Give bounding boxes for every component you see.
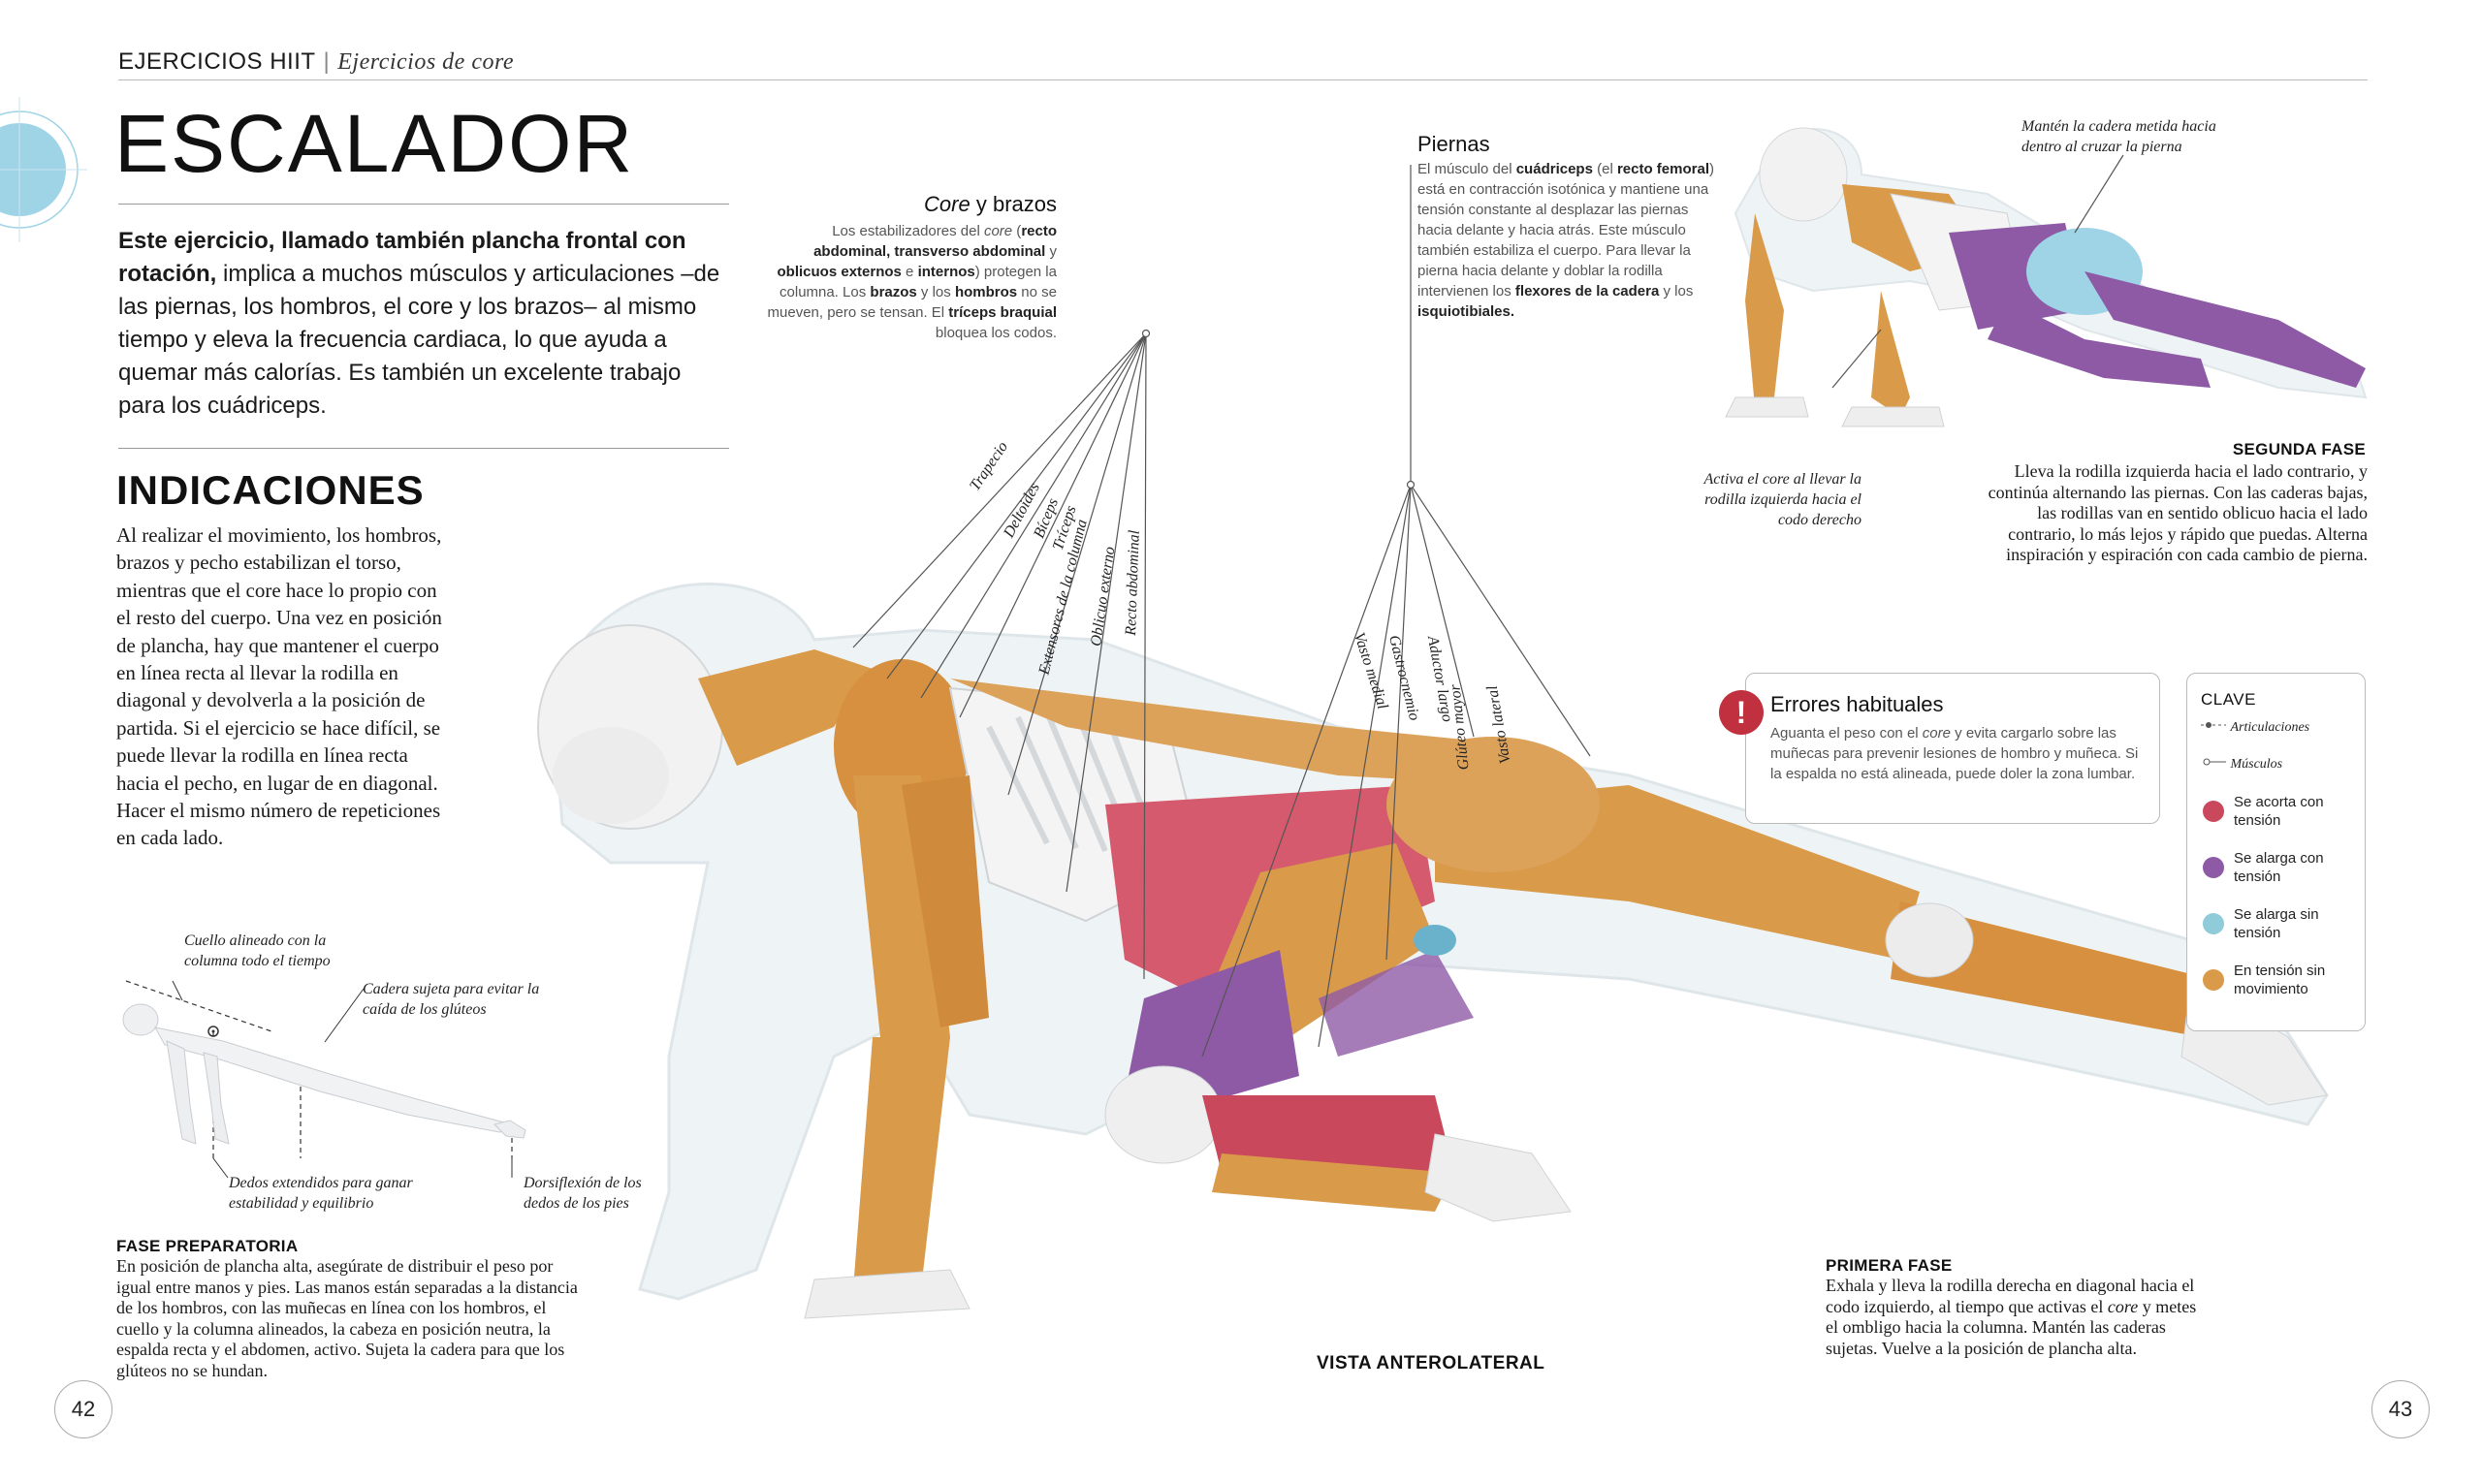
segunda-fase-figure — [1725, 127, 2368, 427]
page-title: ESCALADOR — [114, 98, 635, 189]
errores-box — [1745, 673, 2160, 824]
label-hip: Cadera sujeta para evitar la caída de lo… — [363, 981, 540, 1018]
view-caption: VISTA ANTEROLATERAL — [1317, 1353, 1545, 1373]
label-neck: Cuello alineado con la columna todo el t… — [184, 932, 331, 969]
label-cadera-metida: Mantén la cadera metida hacia dentro al … — [2021, 118, 2216, 155]
muscle-marker-icon — [2203, 758, 2226, 766]
divider — [118, 448, 729, 449]
joint-marker-icon — [2201, 722, 2226, 728]
page-number-right: 43 — [2371, 1380, 2430, 1438]
indicaciones-text: Al realizar el movimiento, los hombros, … — [116, 523, 442, 850]
intro-bold: Este ejercicio, llamado también plancha … — [118, 228, 686, 287]
fase-preparatoria-title: FASE PREPARATORIA — [116, 1237, 299, 1255]
legend-label-lengthen-tension: Se alarga con tensión — [2234, 850, 2324, 885]
indicaciones-title: INDICACIONES — [116, 467, 425, 513]
legend-label-lengthen-free: Se alarga sin tensión — [2234, 906, 2319, 941]
fase-preparatoria-text: En posición de plancha alta, asegúrate d… — [116, 1256, 578, 1380]
label-fingers: Dedos extendidos para ganar estabilidad … — [229, 1175, 413, 1212]
legend-label-isometric: En tensión sin movimiento — [2234, 963, 2326, 997]
prep-figure — [122, 980, 526, 1179]
intro-rest: implica a muchos músculos y articulacion… — [118, 261, 720, 419]
segunda-fase-title: SEGUNDA FASE — [2232, 440, 2366, 458]
main-anatomy-figure — [537, 582, 2329, 1319]
legend-dot-lengthen-free — [2203, 913, 2224, 934]
corner-decoration — [0, 97, 87, 242]
section-name: EJERCICIOS HIIT — [118, 48, 316, 75]
piernas-text: El músculo del cuádriceps (el recto femo… — [1417, 161, 1714, 320]
errores-title: Errores habituales — [1770, 692, 1944, 716]
label-toes: Dorsiflexión de los dedos de los pies — [524, 1175, 642, 1212]
core-brazos-title: Core y brazos — [924, 192, 1057, 216]
header-rule — [118, 79, 2368, 80]
legend-title: CLAVE — [2201, 690, 2256, 709]
segunda-fase-text: Lleva la rodilla izquierda hacia el lado… — [1988, 461, 2368, 564]
page-number-left: 42 — [54, 1380, 112, 1438]
label-activa-core: Activa el core al llevar la rodilla izqu… — [1703, 471, 1862, 528]
core-brazos-text: Los estabilizadores del core (recto abdo… — [767, 223, 1057, 341]
legend-dot-isometric — [2203, 969, 2224, 991]
errores-text: Aguanta el peso con el core y evita carg… — [1770, 725, 2139, 782]
warning-icon: ! — [1719, 690, 1764, 735]
legend-label-shorten: Se acorta con tensión — [2234, 794, 2324, 829]
primera-fase-title: PRIMERA FASE — [1826, 1256, 1953, 1275]
legend-dot-lengthen-tension — [2203, 857, 2224, 878]
legend-musculos: Músculos — [2201, 754, 2282, 774]
divider — [118, 204, 729, 205]
piernas-title: Piernas — [1417, 132, 1490, 156]
primera-fase-text: Exhala y lleva la rodilla derecha en dia… — [1826, 1276, 2197, 1358]
legend-articulaciones: Articulaciones — [2201, 717, 2309, 738]
legend-dot-shorten — [2203, 801, 2224, 822]
section-header: EJERCICIOS HIIT|Ejercicios de core — [118, 48, 515, 75]
intro-paragraph: Este ejercicio, llamado también plancha … — [118, 225, 729, 423]
label-recto: Recto abdominal — [1123, 529, 1143, 636]
subsection-name: Ejercicios de core — [337, 49, 515, 75]
